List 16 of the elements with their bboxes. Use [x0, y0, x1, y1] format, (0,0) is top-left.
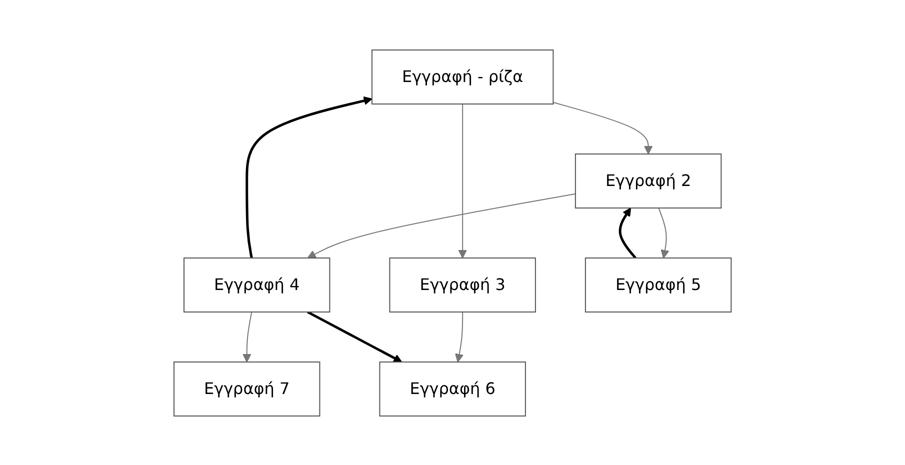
node-box: Εγγραφή 5	[584, 257, 732, 312]
arrow	[246, 96, 372, 258]
arrow	[307, 192, 576, 258]
node-box: Εγγραφή 6	[379, 361, 526, 416]
node-box: Εγγραφή - ρίζα	[371, 49, 554, 104]
node-box: Εγγραφή 4	[183, 257, 330, 312]
arrow	[458, 103, 467, 258]
node-box: Εγγραφή 3	[389, 257, 536, 312]
arrow	[307, 310, 402, 362]
arrow	[454, 311, 464, 362]
arrow	[552, 101, 653, 154]
arrow	[618, 207, 636, 258]
node-box: Εγγραφή 2	[574, 153, 722, 208]
arrow	[242, 311, 252, 362]
node-box: Εγγραφή 7	[173, 361, 320, 416]
arrow	[658, 207, 670, 258]
